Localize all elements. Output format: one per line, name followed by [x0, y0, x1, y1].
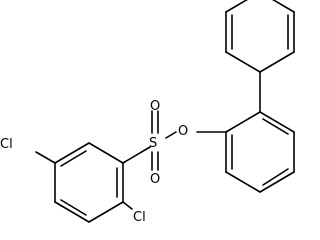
bond: [259, 51, 295, 73]
oxygen-atom-label: O: [150, 99, 160, 114]
bond: [88, 201, 124, 223]
sulfonate-linkage: [122, 110, 227, 171]
dichlorophenyl-ring: [54, 142, 124, 223]
oxygen-atom-label: O: [178, 124, 188, 139]
inner-double-bond: [60, 199, 87, 216]
bond: [122, 201, 133, 210]
bond: [259, 171, 295, 193]
structure-canvas: Cl Cl S O O O: [0, 0, 295, 225]
chlorine-atom-label: Cl: [133, 210, 146, 225]
bond: [272, 0, 295, 13]
inner-double-bond: [262, 118, 289, 135]
bond: [225, 0, 248, 13]
bond: [225, 111, 261, 133]
bond: [165, 131, 177, 139]
bond: [88, 142, 124, 164]
substituent-bonds: [35, 151, 133, 210]
molecule-diagram: Cl Cl S O O O: [0, 0, 295, 225]
inner-double-bond: [262, 168, 289, 186]
bond: [54, 201, 90, 223]
bond: [225, 51, 261, 73]
bond: [122, 146, 151, 164]
oxygen-atom-label: O: [150, 172, 160, 187]
biphenyl-upper-ring: [225, 0, 295, 113]
bond: [35, 151, 56, 164]
bond: [225, 171, 261, 193]
chlorine-atom-label: Cl: [0, 137, 13, 152]
sulfur-atom-label: S: [149, 136, 157, 151]
bond: [54, 142, 90, 164]
biphenyl-lower-ring: [225, 111, 295, 193]
inner-double-bond: [60, 150, 87, 167]
bond: [259, 111, 295, 133]
